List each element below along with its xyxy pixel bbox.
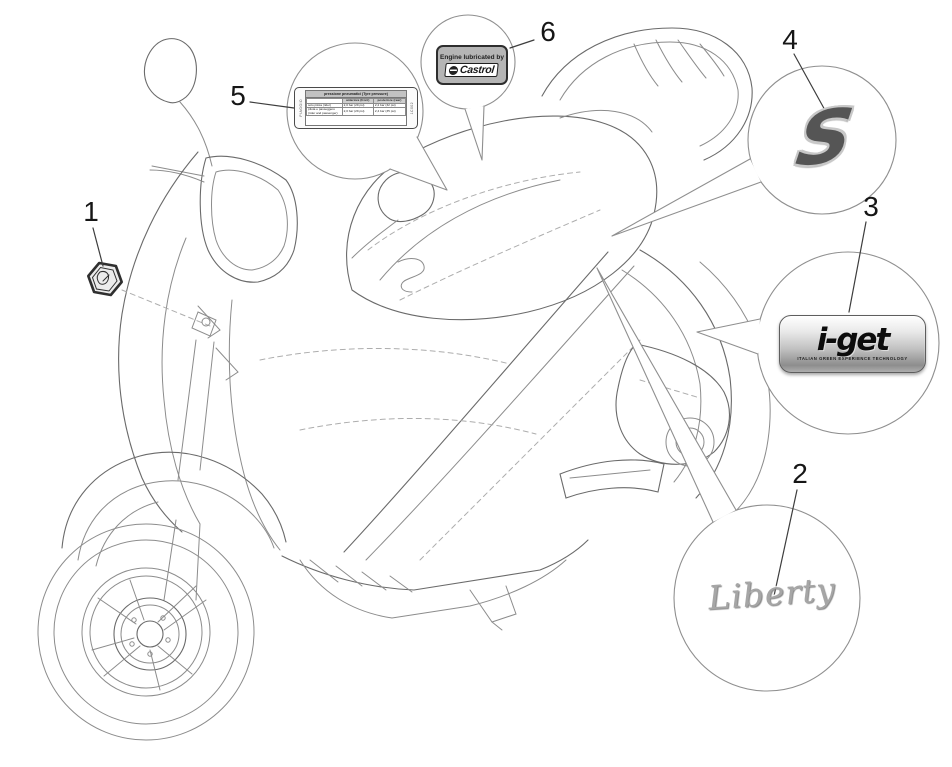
table-row: pilota e passeggero (rider and passenger… — [306, 107, 407, 117]
piaggio-hexagon-badge-icon — [87, 261, 123, 297]
leader-lines — [92, 39, 867, 597]
callout-balloon-2 — [596, 267, 861, 692]
castrol-wordmark: Castrol — [459, 63, 496, 76]
callout-number-2[interactable]: 2 — [792, 458, 808, 489]
plate-code-vertical: 1C002 — [409, 101, 414, 115]
s-emblem: S — [791, 91, 859, 185]
castrol-sticker: Engine lubricated by Castrol — [436, 45, 508, 85]
castrol-sticker-text: Engine lubricated by — [440, 53, 504, 61]
callout-number-5[interactable]: 5 — [230, 80, 246, 111]
i-get-tagline: ITALIAN GREEN EXPERIENCE TECHNOLOGY — [797, 356, 908, 362]
callout-number-3[interactable]: 3 — [863, 191, 879, 222]
castrol-logo-icon — [448, 65, 459, 74]
callout-number-4[interactable]: 4 — [782, 24, 798, 55]
castrol-logo: Castrol — [444, 62, 500, 77]
i-get-wordmark: i-get — [816, 321, 891, 358]
i-get-engine-badge: i-get ITALIAN GREEN EXPERIENCE TECHNOLOG… — [779, 315, 926, 373]
callout-number-1[interactable]: 1 — [83, 196, 99, 227]
callout-balloon-6 — [420, 14, 516, 161]
callout-balloon-4 — [611, 65, 897, 237]
plate-table: anteriore (front) posteriore (rear) solo… — [306, 98, 407, 117]
callout-number-6[interactable]: 6 — [540, 16, 556, 47]
plate-title: pressione pneumatici (Tyre pressure) — [306, 91, 406, 98]
plate-brand-vertical: PIAGGIO — [298, 99, 303, 117]
tyre-pressure-plate: PIAGGIO pressione pneumatici (Tyre press… — [294, 87, 418, 129]
